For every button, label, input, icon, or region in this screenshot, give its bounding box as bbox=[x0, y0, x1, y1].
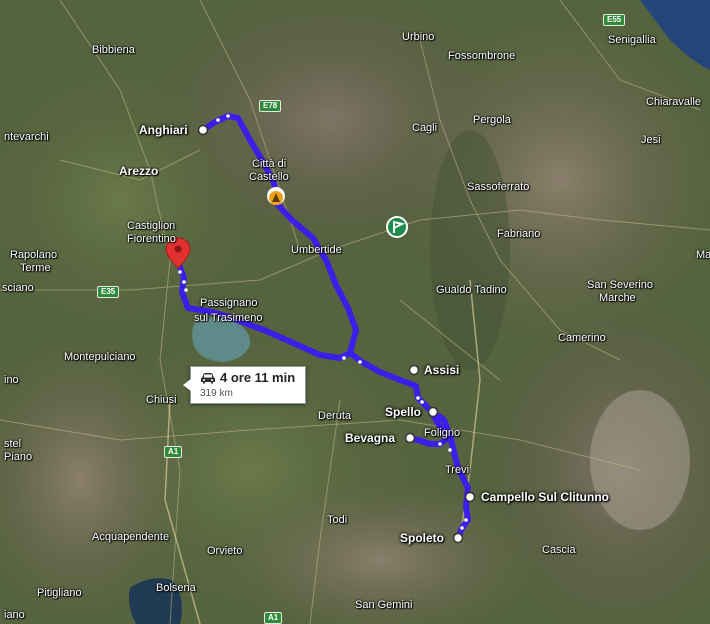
place-label: Cagli bbox=[412, 122, 438, 134]
place-label: San Severino bbox=[587, 279, 654, 291]
route-line[interactable] bbox=[175, 113, 471, 541]
place-label: Arezzo bbox=[119, 164, 159, 178]
place-label: San Gemini bbox=[355, 599, 413, 611]
place-label: Cascia bbox=[542, 544, 576, 556]
stop-label-anghiari[interactable]: Anghiari bbox=[139, 123, 188, 137]
place-label: Passignano bbox=[200, 297, 258, 309]
place-label: Castello bbox=[249, 171, 289, 183]
place-label: Città di bbox=[252, 158, 287, 170]
road-shield-a1: A1 bbox=[164, 446, 183, 458]
place-label: Bolsena bbox=[156, 582, 196, 594]
place-label: Bibbiena bbox=[92, 44, 135, 56]
car-icon bbox=[201, 373, 215, 384]
road-shield-e55: E55 bbox=[603, 14, 626, 26]
place-label: Fiorentino bbox=[127, 233, 176, 245]
place-label: Pitigliano bbox=[37, 587, 82, 599]
place-label: Terme bbox=[20, 262, 51, 274]
place-label: stel bbox=[4, 438, 22, 450]
place-label: Trevi bbox=[445, 464, 470, 476]
stop-label-spoleto[interactable]: Spoleto bbox=[400, 531, 444, 545]
road-shield-e35: E35 bbox=[97, 286, 120, 298]
place-label: Ma bbox=[696, 249, 710, 261]
road-shield-e78: E78 bbox=[259, 100, 282, 112]
stop-label-spello[interactable]: Spello bbox=[385, 405, 422, 419]
place-label: Jesi bbox=[641, 134, 661, 146]
route-info-callout[interactable]: 4 ore 11 min 319 km bbox=[183, 366, 306, 404]
destination-pin-icon[interactable] bbox=[165, 237, 191, 269]
road-shield-a1: A1 bbox=[264, 612, 283, 624]
place-label: Montepulciano bbox=[64, 351, 136, 363]
place-label: Fossombrone bbox=[448, 50, 516, 62]
start-marker-icon[interactable] bbox=[267, 187, 285, 205]
stop-label-campello-sul-clitunno[interactable]: Campello Sul Clitunno bbox=[481, 490, 609, 504]
route-waypoints bbox=[178, 114, 468, 530]
place-label: sul Trasimeno bbox=[194, 312, 263, 324]
place-label: Umbertide bbox=[291, 244, 342, 256]
landmark-flag-icon[interactable] bbox=[386, 216, 408, 238]
place-label: Deruta bbox=[318, 410, 352, 422]
adriatic-sea bbox=[640, 0, 710, 70]
lake-trasimeno bbox=[192, 317, 251, 362]
place-label: Marche bbox=[599, 292, 636, 304]
place-label: Fabriano bbox=[497, 228, 541, 240]
place-label: iano bbox=[4, 609, 25, 621]
place-label: Chiusi bbox=[146, 394, 177, 406]
place-label: Senigallia bbox=[608, 34, 656, 46]
place-label: sciano bbox=[2, 282, 34, 294]
place-label: Camerino bbox=[558, 332, 606, 344]
place-label: Rapolano bbox=[10, 249, 58, 261]
place-label: Foligno bbox=[424, 427, 461, 439]
stop-label-bevagna[interactable]: Bevagna bbox=[345, 431, 396, 445]
lake-bolsena bbox=[128, 578, 182, 624]
place-label: Orvieto bbox=[207, 545, 243, 557]
place-label: Sassoferrato bbox=[467, 181, 530, 193]
place-label: Pergola bbox=[473, 114, 511, 126]
place-label: Acquapendente bbox=[92, 531, 170, 543]
place-label: Todi bbox=[327, 514, 348, 526]
stop-markers[interactable] bbox=[197, 124, 476, 544]
route-distance: 319 km bbox=[200, 388, 233, 399]
place-label: ino bbox=[4, 374, 19, 386]
place-label: Piano bbox=[4, 451, 33, 463]
place-label: ntevarchi bbox=[4, 131, 49, 143]
place-label: Urbino bbox=[402, 31, 435, 43]
place-label: Chiaravalle bbox=[646, 96, 702, 108]
route-duration: 4 ore 11 min bbox=[220, 370, 296, 385]
place-label: Gualdo Tadino bbox=[436, 284, 507, 296]
stop-label-assisi[interactable]: Assisi bbox=[424, 363, 460, 377]
place-label: Castiglion bbox=[127, 220, 176, 232]
